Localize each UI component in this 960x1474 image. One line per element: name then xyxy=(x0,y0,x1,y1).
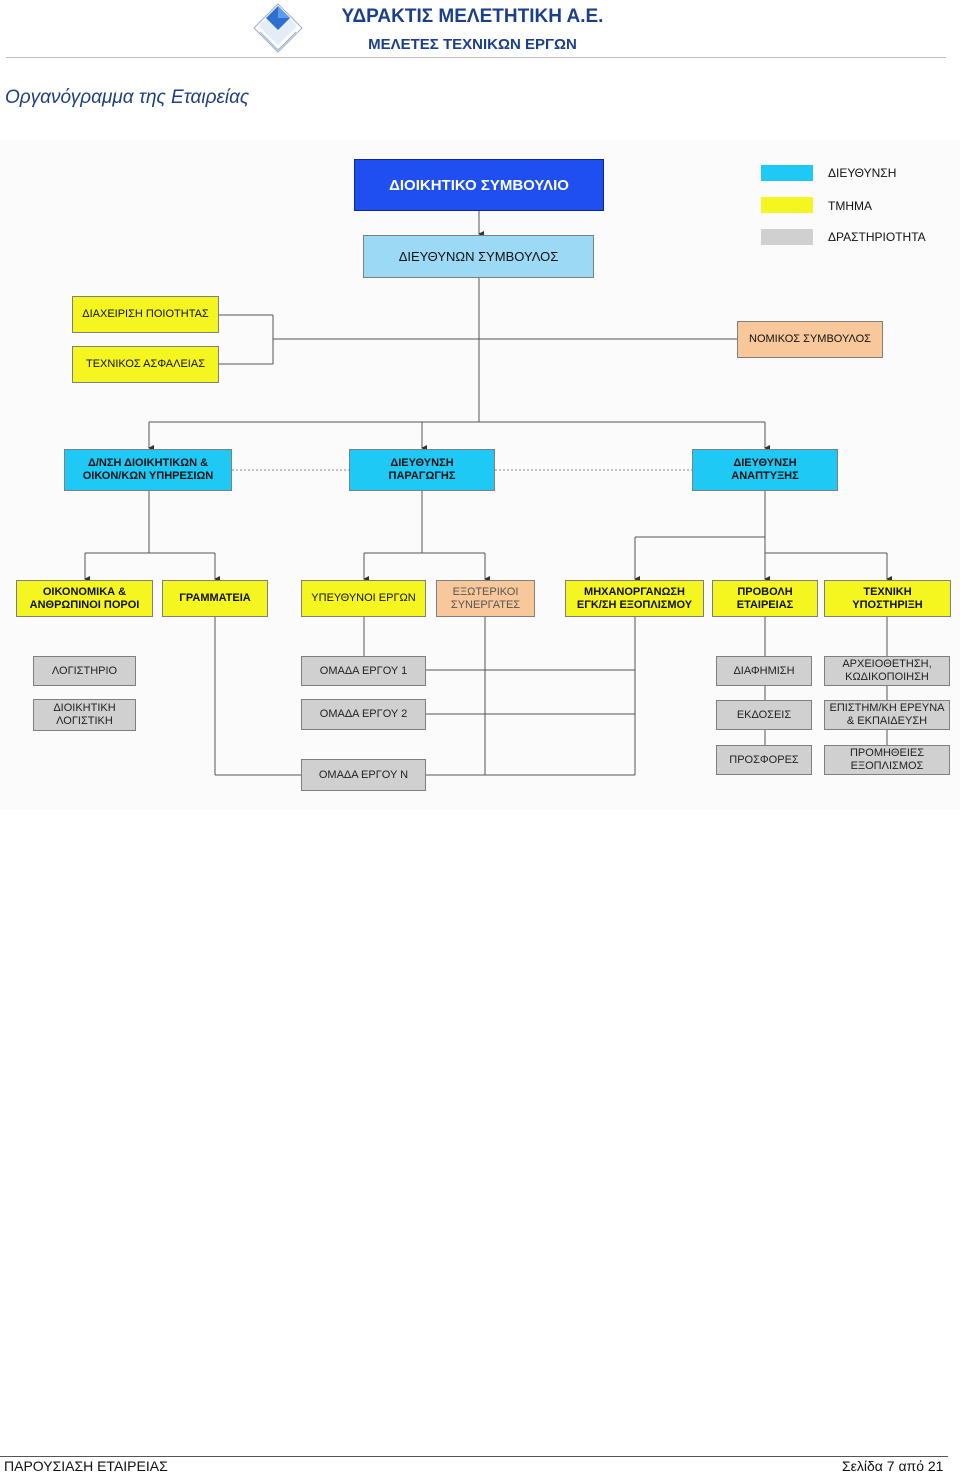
legend-swatch-activity xyxy=(761,229,813,245)
footer-document-title: ΠΑΡΟΥΣΙΑΣΗ ΕΤΑΙΡΕΙΑΣ xyxy=(4,1458,168,1474)
ceo-box: ΔΙΕΥΘΥΝΩΝ ΣΥΜΒΟΥΛΟΣ xyxy=(363,235,594,278)
safety-technician-box: ΤΕΧΝΙΚΟΣ ΑΣΦΑΛΕΙΑΣ xyxy=(72,346,219,383)
footer-divider xyxy=(0,1456,948,1457)
advertising-activity-box: ΔΙΑΦΗΜΙΣΗ xyxy=(716,656,812,686)
mechanization-department-box: ΜΗΧΑΝΟΡΓΑΝΩΣΗ ΕΓΚ/ΣΗ ΕΞΟΠΛΙΣΜΟΥ xyxy=(565,580,704,617)
offers-activity-box: ΠΡΟΣΦΟΡΕΣ xyxy=(716,745,812,775)
accounting-activity-box: ΛΟΓΙΣΤΗΡΙΟ xyxy=(33,656,136,686)
header-divider xyxy=(6,57,946,58)
project-leads-department-box: ΥΠΕΥΘΥΝΟΙ ΕΡΓΩΝ xyxy=(301,580,426,617)
legend-swatch-directorate xyxy=(761,165,813,181)
legal-advisor-box: ΝΟΜΙΚΟΣ ΣΥΜΒΟΥΛΟΣ xyxy=(737,321,883,358)
legend-label-activity: ΔΡΑΣΤΗΡΙΟΤΗΤΑ xyxy=(828,230,926,244)
admin-finance-directorate-box: Δ/ΝΣΗ ΔΙΟΙΚΗΤΙΚΩΝ & ΟΙΚΟΝ/ΚΩΝ ΥΠΗΡΕΣΙΩΝ xyxy=(64,449,232,491)
project-team-2-box: ΟΜΑΔΑ ΕΡΓΟΥ 2 xyxy=(301,699,426,730)
production-directorate-box: ΔΙΕΥΘΥΝΣΗ ΠΑΡΑΓΩΓΗΣ xyxy=(349,449,495,491)
publications-activity-box: ΕΚΔΟΣΕΙΣ xyxy=(716,700,812,730)
diamond-logo-icon xyxy=(252,2,304,54)
secretariat-department-box: ΓΡΑΜΜΑΤΕΙΑ xyxy=(162,580,268,617)
admin-accounting-activity-box: ΔΙΟΙΚΗΤΙΚΗ ΛΟΓΙΣΤΙΚΗ xyxy=(33,699,136,731)
archiving-activity-box: ΑΡΧΕΙΟΘΕΤΗΣΗ, ΚΩΔΙΚΟΠΟΙΗΣΗ xyxy=(824,656,950,686)
page-title: Οργανόγραμμα της Εταιρείας xyxy=(5,87,250,108)
research-training-activity-box: ΕΠΙΣΤΗΜ/ΚΗ ΕΡΕΥΝΑ & ΕΚΠΑΙΔΕΥΣΗ xyxy=(824,700,950,730)
project-team-n-box: ΟΜΑΔΑ ΕΡΓΟΥ Ν xyxy=(301,759,426,791)
page-number: Σελίδα 7 από 21 xyxy=(842,1458,944,1474)
technical-support-department-box: ΤΕΧΝΙΚΗ ΥΠΟΣΤΗΡΙΞΗ xyxy=(824,580,951,617)
promotion-department-box: ΠΡΟΒΟΛΗ ΕΤΑΙΡΕΙΑΣ xyxy=(712,580,818,617)
legend-label-directorate: ΔΙΕΥΘΥΝΣΗ xyxy=(828,166,897,180)
quality-management-box: ΔΙΑΧΕΙΡΙΣΗ ΠΟΙΟΤΗΤΑΣ xyxy=(72,296,219,333)
company-name: ΥΔΡΑΚΤΙΣ ΜΕΛΕΤΗΤΙΚΗ Α.Ε. xyxy=(341,6,604,27)
board-of-directors-box: ΔΙΟΙΚΗΤΙΚΟ ΣΥΜΒΟΥΛΙΟ xyxy=(354,159,604,211)
development-directorate-box: ΔΙΕΥΘΥΝΣΗ ΑΝΑΠΤΥΞΗΣ xyxy=(692,449,838,491)
project-team-1-box: ΟΜΑΔΑ ΕΡΓΟΥ 1 xyxy=(301,656,426,686)
legend-label-department: ΤΜΗΜΑ xyxy=(828,199,872,213)
legend-swatch-department xyxy=(761,197,813,213)
equipment-procurement-activity-box: ΠΡΟΜΗΘΕΙΕΣ ΕΞΟΠΛΙΣΜΟΣ xyxy=(824,745,950,775)
finance-hr-department-box: ΟΙΚΟΝΟΜΙΚΑ & ΑΝΘΡΩΠΙΝΟΙ ΠΟΡΟΙ xyxy=(16,580,153,617)
company-subtitle: ΜΕΛΕΤΕΣ ΤΕΧΝΙΚΩΝ ΕΡΓΩΝ xyxy=(368,36,577,53)
external-partners-box: ΕΞΩΤΕΡΙΚΟΙ ΣΥΝΕΡΓΑΤΕΣ xyxy=(436,580,535,617)
